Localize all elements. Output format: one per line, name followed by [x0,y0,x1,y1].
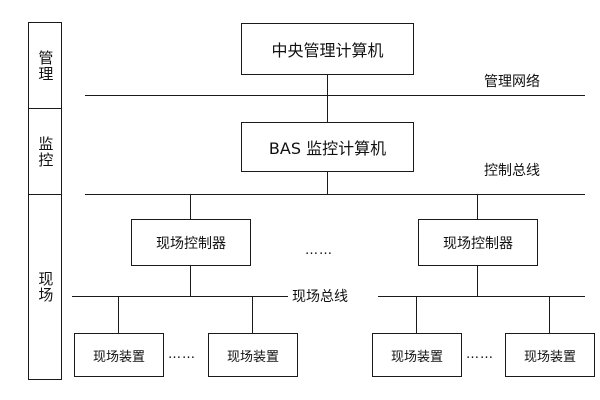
connector-bas-to-control-bus [327,172,328,194]
bus-line-field-bus-left [72,296,288,297]
bus-line-management-network [85,95,585,96]
layer-label-field: 现场 [36,271,55,303]
node-field-controller-right: 现场控制器 [418,219,538,266]
ellipsis-between-devices-right: …… [466,347,494,362]
connector-field-bus-to-device-3 [416,296,417,333]
node-central-management-computer: 中央管理计算机 [241,23,414,75]
node-field-controller-left: 现场控制器 [131,219,251,266]
connector-control-bus-to-controller-right [477,194,478,219]
connector-control-bus-to-controller-left [190,194,191,219]
bus-label-management-network: 管理网络 [484,74,540,90]
node-bas-supervisory-computer: BAS 监控计算机 [241,122,414,172]
node-field-device-4: 现场装置 [505,333,595,377]
layer-label-supervisory: 监控 [36,135,55,168]
bus-line-control-bus [85,194,585,195]
connector-field-bus-to-device-2 [252,296,253,333]
ellipsis-between-controllers: …… [305,243,333,258]
layer-label-management: 管理 [36,49,55,82]
node-field-device-1: 现场装置 [74,333,164,377]
layer-cell-supervisory: 监控 [28,108,62,194]
layer-sidebar: 管理 监控 现场 [28,22,62,380]
connector-central-to-management-network [327,75,328,95]
connector-management-network-to-bas [327,95,328,122]
bus-line-field-bus-right [378,296,585,297]
layer-cell-management: 管理 [28,22,62,108]
layer-cell-field: 现场 [28,194,62,380]
connector-field-bus-to-device-1 [118,296,119,333]
ellipsis-between-devices-left: …… [168,347,196,362]
node-field-device-2: 现场装置 [208,333,298,377]
connector-controller-right-to-field-bus [477,266,478,296]
bus-label-field-bus: 现场总线 [288,286,352,306]
node-field-device-3: 现场装置 [372,333,462,377]
bus-label-control-bus: 控制总线 [484,163,540,179]
connector-field-bus-to-device-4 [549,296,550,333]
connector-controller-left-to-field-bus [190,266,191,296]
